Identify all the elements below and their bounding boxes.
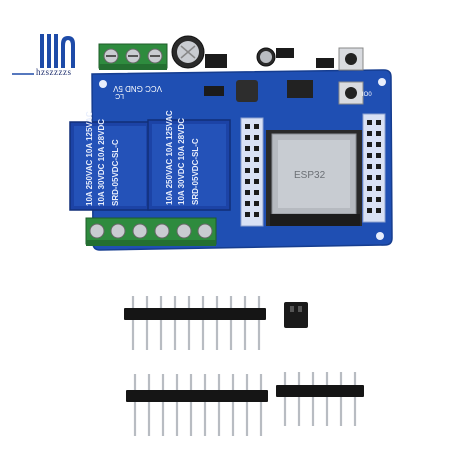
relay-board: EN IO0 VCC GND 5V LC 10A 250VAC 10A 125V… bbox=[69, 35, 393, 251]
relay-1-rating-ac: 10A 250VAC 10A 125VAC bbox=[85, 111, 94, 206]
relay-2-rating-ac: 10A 250VAC 10A 125VAC bbox=[165, 110, 174, 205]
small-capacitor bbox=[256, 47, 276, 67]
pin-header-top bbox=[124, 296, 266, 350]
shop-name: hzszzzzs bbox=[36, 67, 72, 77]
power-terminal-block bbox=[98, 43, 168, 70]
label-en: EN bbox=[367, 58, 375, 64]
mount-hole bbox=[376, 232, 384, 240]
shop-logo: hzszzzzs bbox=[0, 0, 120, 90]
module-label: ESP32 bbox=[294, 170, 326, 181]
ic-chip bbox=[276, 48, 294, 58]
relay-1: 10A 250VAC 10A 125VAC 10A 30VDC 10A 28VD… bbox=[69, 111, 151, 211]
regulator-chip bbox=[287, 80, 313, 98]
label-io0: IO0 bbox=[362, 92, 372, 98]
relay-terminal-block bbox=[85, 217, 217, 246]
relay-1-rating-dc: 10A 30VDC 10A 28VDC bbox=[97, 119, 106, 206]
relay-2-model: SRD-05VDC-SL-C bbox=[191, 138, 200, 205]
ic-chip bbox=[204, 86, 224, 96]
pin-header-small bbox=[276, 372, 364, 426]
mount-hole bbox=[378, 78, 386, 86]
ic-chip bbox=[316, 58, 334, 68]
relay-2-rating-dc: 10A 30VDC 10A 28VDC bbox=[177, 118, 186, 205]
pin-header-bottom bbox=[126, 374, 268, 436]
label-lc: LC bbox=[115, 92, 124, 99]
jumper-cap bbox=[284, 302, 308, 328]
en-button bbox=[338, 47, 364, 71]
inductor bbox=[236, 80, 258, 102]
capacitor bbox=[171, 35, 205, 69]
relay-1-model: SRD-05VDC-SL-C bbox=[111, 139, 120, 206]
power-labels: VCC GND 5V bbox=[112, 84, 162, 93]
ic-chip bbox=[205, 54, 227, 68]
right-pin-socket bbox=[362, 113, 386, 223]
relay-2: 10A 250VAC 10A 125VAC 10A 30VDC 10A 28VD… bbox=[147, 110, 231, 211]
esp32-module: ESP32 bbox=[266, 130, 362, 226]
io0-button bbox=[338, 81, 364, 105]
left-pin-socket bbox=[240, 117, 264, 227]
shop-logo-mark bbox=[12, 34, 75, 75]
mount-hole bbox=[99, 80, 107, 88]
